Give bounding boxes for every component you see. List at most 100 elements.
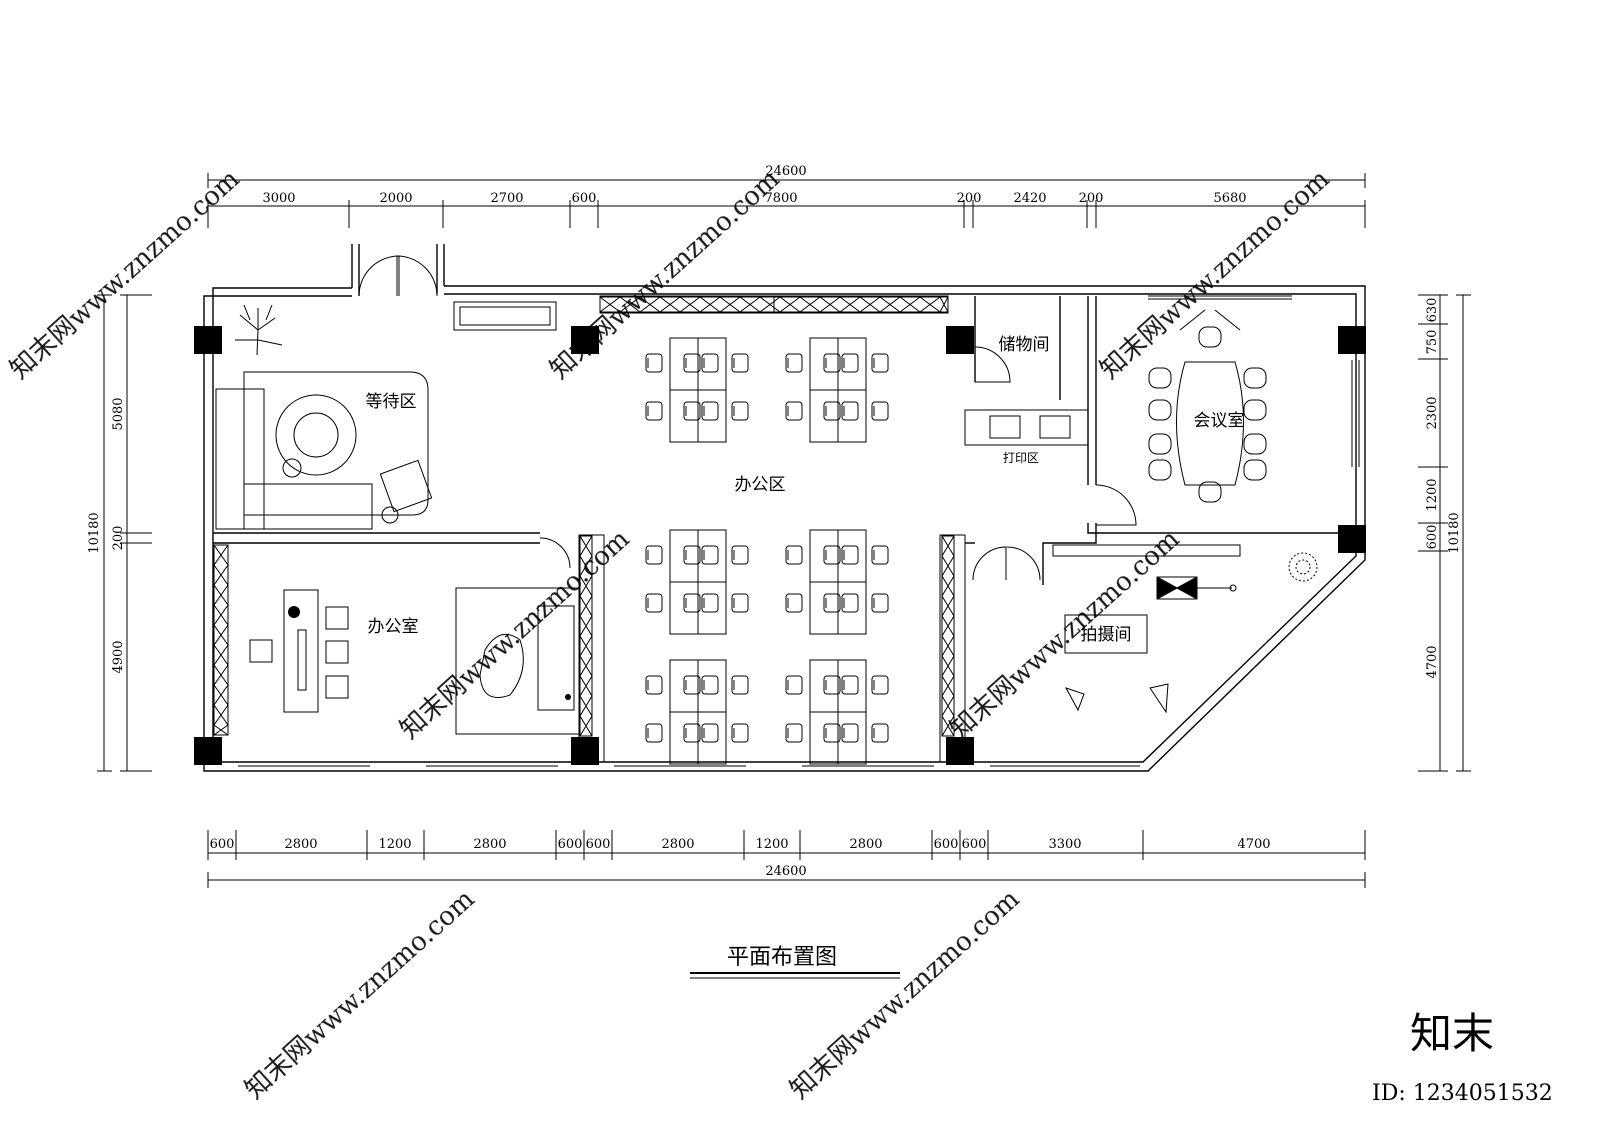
dim-label: 600 xyxy=(572,191,597,206)
office-chair-icon xyxy=(701,675,719,695)
office-chair-icon xyxy=(645,723,663,743)
desk-cluster xyxy=(645,337,749,443)
office-chair-icon xyxy=(841,593,859,613)
meeting-chair-icon xyxy=(1148,399,1172,421)
dim-label: 7800 xyxy=(764,191,797,206)
dim-label: 1200 xyxy=(755,837,788,852)
bottom-dimension-labels: 600 2800 1200 2800 600 600 2800 1200 280… xyxy=(210,837,1271,852)
office-chair-icon xyxy=(645,401,663,421)
office-chair-icon xyxy=(731,593,749,613)
meeting-chair-icon xyxy=(1148,459,1172,481)
desk-cluster xyxy=(785,659,889,765)
interior-walls xyxy=(213,295,1356,763)
meeting-chair-icon xyxy=(1148,433,1172,455)
exterior-walls xyxy=(203,244,1366,772)
office-chair-icon xyxy=(841,401,859,421)
bottom-dimension-lines xyxy=(207,830,1366,888)
office-chair-icon xyxy=(731,675,749,695)
meeting-chair-icon xyxy=(1243,367,1267,389)
dim-label: 4900 xyxy=(111,640,126,673)
dim-label: 2800 xyxy=(473,837,506,852)
shrub-plant-icon xyxy=(1288,552,1318,582)
meeting-chair-icon xyxy=(1243,433,1267,455)
office-chair-icon xyxy=(785,675,803,695)
dim-label: 2000 xyxy=(379,191,412,206)
right-total-dimension: 10180 xyxy=(1447,512,1462,553)
office-chair-icon xyxy=(645,353,663,373)
office-chair-icon xyxy=(785,723,803,743)
dim-label: 2800 xyxy=(661,837,694,852)
dim-label: 750 xyxy=(1425,330,1440,355)
meeting-chair-icon xyxy=(1243,399,1267,421)
dim-label: 2800 xyxy=(849,837,882,852)
office-chair-icon xyxy=(871,545,889,565)
dim-label: 3000 xyxy=(262,191,295,206)
room-label-storage: 储物间 xyxy=(999,335,1050,355)
office-chair-icon xyxy=(823,353,841,373)
office-chair-icon xyxy=(841,545,859,565)
image-id-label: ID: 1234051532 xyxy=(1372,1081,1553,1106)
office-chair-icon xyxy=(683,675,701,695)
office-chair-icon xyxy=(645,675,663,695)
dim-label: 600 xyxy=(962,837,987,852)
desk-cluster xyxy=(645,659,749,765)
room-label-office-area: 办公区 xyxy=(735,475,786,495)
office-chair-icon xyxy=(823,401,841,421)
desk-cluster xyxy=(785,529,889,635)
office-chair-icon xyxy=(645,593,663,613)
office-chair-icon xyxy=(841,723,859,743)
watermark-text: 知末网www.znzmo.com xyxy=(785,884,1026,1105)
dim-label: 4700 xyxy=(1425,645,1440,678)
office-chair-icon xyxy=(871,401,889,421)
office-area-desks xyxy=(645,337,889,765)
top-dimension-labels: 3000 2000 2700 600 7800 200 2420 200 568… xyxy=(262,191,1246,206)
dim-label: 1200 xyxy=(378,837,411,852)
dim-label: 600 xyxy=(558,837,583,852)
office-chair-icon xyxy=(823,593,841,613)
dim-label: 600 xyxy=(934,837,959,852)
dim-label: 2300 xyxy=(1425,396,1440,429)
dim-label: 5680 xyxy=(1213,191,1246,206)
office-chair-icon xyxy=(871,593,889,613)
room-label-photo-studio: 拍摄间 xyxy=(1081,625,1132,645)
office-chair-icon xyxy=(731,545,749,565)
office-chair-icon xyxy=(871,723,889,743)
dim-label: 630 xyxy=(1425,298,1440,323)
desk-cluster xyxy=(645,529,749,635)
office-chair-icon xyxy=(683,545,701,565)
room-label-waiting-area: 等待区 xyxy=(366,392,417,412)
watermark-text: 知末网www.znzmo.com xyxy=(945,524,1186,745)
photo-studio-furniture xyxy=(1052,544,1318,714)
room-label-office: 办公室 xyxy=(368,617,419,637)
meeting-chair-icon xyxy=(1198,326,1222,348)
bottom-total-dimension: 24600 xyxy=(765,864,806,879)
office-chair-icon xyxy=(701,723,719,743)
desk-cluster xyxy=(785,337,889,443)
dim-label: 2800 xyxy=(284,837,317,852)
office-chair-icon xyxy=(701,353,719,373)
drawing-title: 平面布置图 xyxy=(727,945,837,970)
office-chair-icon xyxy=(871,353,889,373)
meeting-chair-icon xyxy=(1243,459,1267,481)
right-dimension-lines xyxy=(1418,294,1471,772)
doors xyxy=(358,255,1137,581)
left-dimension-lines xyxy=(97,294,152,772)
office-chair-icon xyxy=(731,401,749,421)
office-chair-icon xyxy=(841,675,859,695)
dim-label: 5080 xyxy=(111,397,126,430)
office-chair-icon xyxy=(785,353,803,373)
dim-label: 2700 xyxy=(490,191,523,206)
office-chair-icon xyxy=(871,675,889,695)
tree-plant-icon xyxy=(235,304,283,356)
meeting-room-furniture xyxy=(1148,295,1292,503)
office-chair-icon xyxy=(785,401,803,421)
structural-columns xyxy=(194,326,1366,765)
watermark-text: 知末网www.znzmo.com xyxy=(395,524,636,745)
office-chair-icon xyxy=(731,723,749,743)
top-total-dimension: 24600 xyxy=(765,164,806,179)
office-chair-icon xyxy=(683,353,701,373)
office-chair-icon xyxy=(823,675,841,695)
top-dimension-lines xyxy=(207,173,1366,228)
office-chair-icon xyxy=(841,353,859,373)
